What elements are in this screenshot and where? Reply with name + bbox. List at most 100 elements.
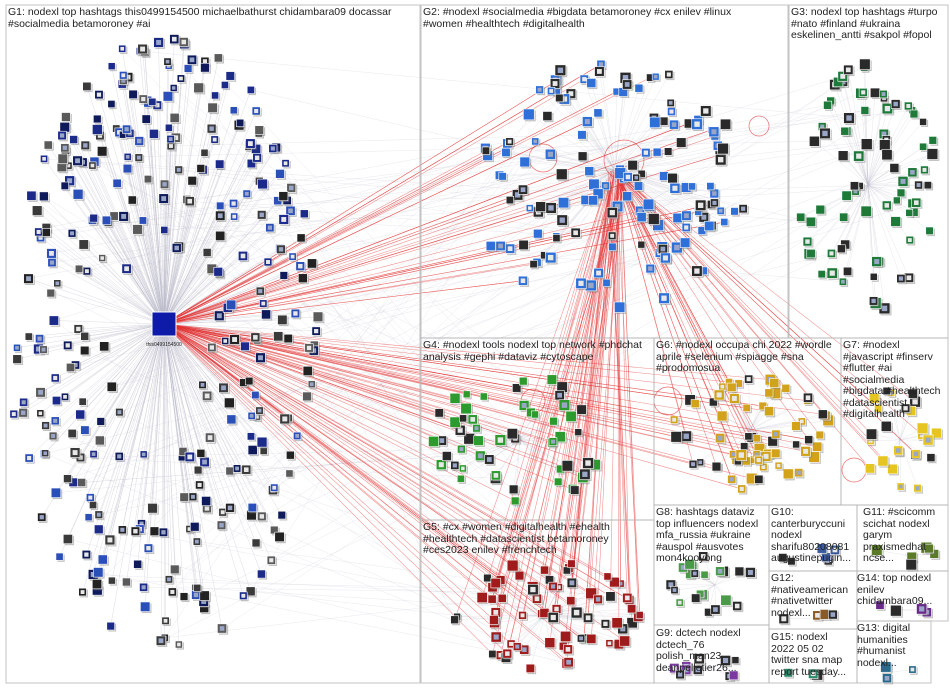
edge-highlight <box>163 323 771 380</box>
edge <box>123 75 165 325</box>
node-avatar <box>796 470 801 475</box>
node-avatar <box>832 547 838 553</box>
node <box>489 615 499 625</box>
node-avatar <box>155 103 160 108</box>
edge <box>519 414 536 441</box>
node-avatar <box>253 335 258 340</box>
edge <box>204 61 561 437</box>
edge <box>614 77 651 171</box>
edge-highlight <box>163 323 583 478</box>
edge <box>163 61 168 325</box>
node-avatar <box>37 336 42 341</box>
edge <box>139 140 165 325</box>
edge-highlight <box>163 141 510 325</box>
node <box>525 663 535 673</box>
node-avatar <box>171 36 177 42</box>
node-avatar <box>36 229 41 234</box>
edge-highlight <box>163 323 808 401</box>
node-avatar <box>622 75 629 81</box>
edge <box>51 105 828 254</box>
node-avatar <box>477 453 483 459</box>
node-avatar <box>625 174 631 180</box>
node-avatar <box>121 213 127 219</box>
edge <box>143 99 165 325</box>
edge <box>46 227 165 325</box>
node <box>193 82 204 94</box>
edge <box>587 121 616 171</box>
node <box>55 552 64 561</box>
node-avatar <box>244 191 249 196</box>
node-avatar <box>42 157 46 161</box>
node <box>593 108 603 118</box>
node <box>787 557 796 566</box>
node-avatar <box>547 151 553 157</box>
node-avatar <box>731 396 737 401</box>
node <box>213 53 223 63</box>
node-avatar <box>668 101 673 105</box>
node <box>586 78 597 88</box>
node-avatar <box>893 101 898 107</box>
edge <box>867 184 877 262</box>
node-avatar <box>176 167 181 172</box>
edge <box>23 323 165 413</box>
node-avatar <box>695 667 701 673</box>
edge <box>870 439 901 441</box>
node <box>688 182 696 191</box>
edge <box>81 139 887 483</box>
node-avatar <box>582 77 587 82</box>
node <box>122 163 133 174</box>
node-avatar <box>634 175 638 180</box>
edge-highlight <box>163 77 651 325</box>
node <box>635 611 644 619</box>
node <box>78 239 89 250</box>
node-avatar <box>70 231 75 236</box>
node <box>141 114 151 124</box>
edge-highlight <box>163 323 760 450</box>
node <box>107 62 116 71</box>
node-avatar <box>232 337 238 342</box>
edge <box>163 323 253 508</box>
node-avatar <box>910 170 915 175</box>
node <box>302 391 312 402</box>
edge <box>163 246 180 325</box>
edge <box>163 323 275 488</box>
node-avatar <box>717 568 723 574</box>
node-avatar <box>289 185 294 191</box>
node-avatar <box>88 495 93 500</box>
node-avatar <box>548 205 554 211</box>
node-avatar <box>189 57 195 63</box>
node-avatar <box>49 260 55 265</box>
edge-highlight <box>614 169 749 380</box>
node-avatar <box>559 217 565 223</box>
edge <box>614 92 624 171</box>
edge <box>163 122 241 325</box>
node-avatar <box>694 121 700 127</box>
edge <box>38 231 165 325</box>
node-avatar <box>527 206 532 210</box>
node <box>769 378 780 388</box>
node <box>808 451 820 463</box>
edge <box>40 237 165 325</box>
node-avatar <box>585 460 591 466</box>
hub-g1: this0499154500 <box>146 311 182 348</box>
node <box>880 420 892 432</box>
node-avatar <box>648 266 653 271</box>
node-avatar <box>177 642 181 647</box>
node <box>889 163 900 173</box>
node <box>257 569 266 579</box>
node <box>82 81 92 91</box>
node-avatar <box>677 672 683 677</box>
edge <box>500 579 546 616</box>
node <box>89 501 97 509</box>
node <box>69 135 78 144</box>
node <box>849 181 859 191</box>
node-avatar <box>62 145 67 150</box>
node <box>539 608 550 618</box>
node <box>107 100 116 108</box>
edge <box>77 160 165 325</box>
group-label-g4: G4: #nodexl tools nodexl top network #ph… <box>423 340 642 363</box>
node-avatar <box>871 298 876 304</box>
node <box>840 126 850 136</box>
node-avatar <box>166 64 171 68</box>
node-avatar <box>694 268 700 274</box>
